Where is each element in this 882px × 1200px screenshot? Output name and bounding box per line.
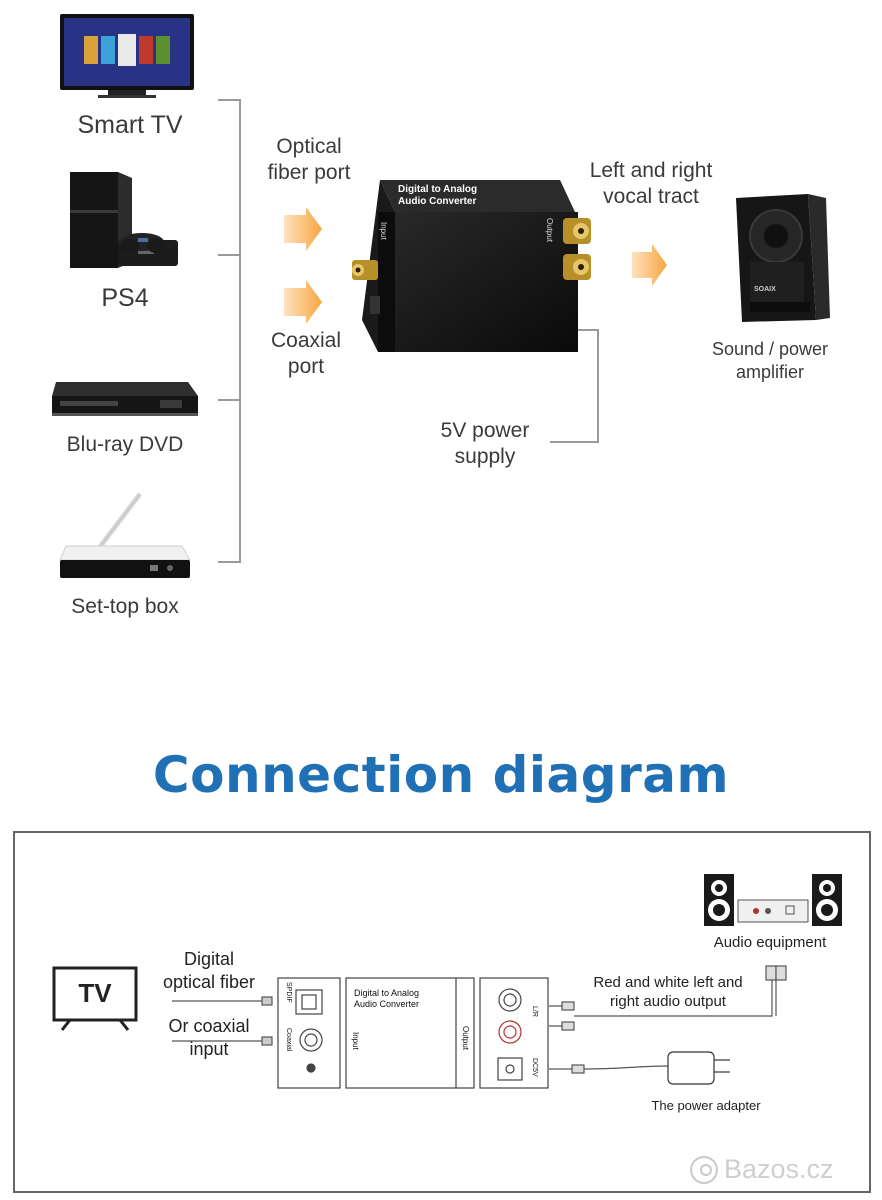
power-bracket xyxy=(550,329,599,443)
power-adapter-label: The power adapter xyxy=(651,1098,761,1113)
coaxial-input-label: Or coaxial input xyxy=(168,1016,250,1059)
watermark-logo xyxy=(690,1156,718,1184)
speaker-label: Sound / power amplifier xyxy=(711,339,829,382)
tv-icon xyxy=(52,966,138,1031)
source-label-smart-tv: Smart TV xyxy=(77,111,183,139)
page-title: Connection diagram xyxy=(152,746,730,804)
source-label-bluray: Blu-ray DVD xyxy=(66,433,184,456)
speaker-brand: SOAIX xyxy=(754,286,776,293)
watermark-text: Bazos.cz xyxy=(724,1154,834,1184)
lr-label: L/R xyxy=(531,1006,538,1017)
speaker-icon xyxy=(736,194,830,322)
power-label: 5V power supply xyxy=(440,419,530,469)
smart-tv-icon xyxy=(60,14,194,98)
tv-label: TV xyxy=(78,978,112,1008)
converter-input-label: Input xyxy=(379,222,388,240)
optical-port-label: Optical fiber port xyxy=(267,135,351,185)
connection-frame xyxy=(13,831,871,1193)
input-cables xyxy=(172,996,273,1046)
source-label-set-top-box: Set-top box xyxy=(71,595,179,618)
coaxial-port-label: Coaxial port xyxy=(270,329,342,379)
audio-equipment-label: Audio equipment xyxy=(713,934,827,951)
audio-equipment-icon xyxy=(704,874,842,926)
output-label: Left and right vocal tract xyxy=(589,159,713,209)
converter-output-label: Output xyxy=(545,218,554,243)
converter-box xyxy=(352,180,591,352)
bottom-output-label: Output xyxy=(461,1026,470,1051)
output-panel xyxy=(479,977,549,1089)
dc-label: DC5V xyxy=(531,1058,538,1077)
bottom-input-label: Input xyxy=(351,1032,360,1050)
arrow-icon-optical xyxy=(284,207,322,251)
rw-output-label: Red and white left and right audio outpu… xyxy=(593,974,743,1010)
arrow-icon-coaxial xyxy=(284,280,322,324)
converter-title: Digital to Analog Audio Converter xyxy=(398,184,478,207)
source-bracket xyxy=(218,99,241,563)
input-panel xyxy=(277,977,341,1089)
bottom-converter-title: Digital to Analog Audio Converter xyxy=(354,988,420,1009)
bluray-dvd-icon xyxy=(52,382,198,416)
output-cables xyxy=(549,965,787,1074)
ps4-icon xyxy=(70,172,178,268)
arrow-icon-output xyxy=(632,244,667,286)
power-adapter-icon xyxy=(667,1051,730,1085)
source-label-ps4: PS4 xyxy=(101,284,149,312)
coaxial-panel-label: Coaxial xyxy=(285,1028,292,1052)
set-top-box-icon xyxy=(59,492,191,578)
converter-outline xyxy=(345,977,475,1089)
spdif-label: SPDIF xyxy=(285,982,292,1003)
optical-input-label: Digital optical fiber xyxy=(162,949,256,992)
